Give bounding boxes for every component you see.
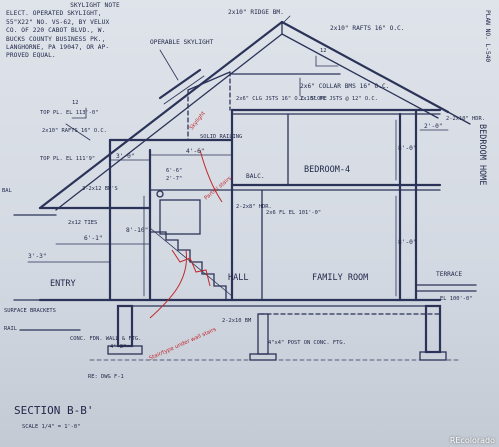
- collar-label: 2x6" COLLAR BMS 16" O.C.: [300, 83, 389, 90]
- ref-label: RE: DWG F-1: [88, 374, 124, 380]
- bedroom-label: BEDROOM-4: [304, 165, 350, 175]
- dim-4-8-label: 4'-8": [110, 344, 126, 350]
- skylight-note-title: SKYLIGHT NOTE: [70, 2, 120, 9]
- clg-joist-label: 2x6" CLG JSTS 16" O.C. SLOPE: [236, 96, 327, 102]
- surface-label: SURFACE BRACKETS: [4, 308, 56, 314]
- dim-2-7-label: 2'-7": [166, 176, 182, 182]
- dim-3-0-label: 3'-0": [116, 153, 135, 160]
- hdr-label: 2-2x8" HDR.: [236, 204, 272, 210]
- left-roof-line: [38, 20, 284, 210]
- right-foundation-pier: [424, 304, 442, 354]
- stairs: [149, 199, 233, 301]
- post-footing: [249, 353, 277, 361]
- plan-title: PLAN NO. L-540: [484, 10, 491, 62]
- stair-landing-rail: [159, 199, 201, 235]
- leader-skylight: [159, 49, 179, 81]
- stair-stringer: [149, 227, 233, 297]
- skylight-note-line: CO. OF 220 CABOT BLVD., W.: [6, 27, 106, 35]
- section-scale: SCALE 1/4" = 1'-0": [22, 424, 80, 430]
- post-label: 4"x4" POST ON CONC. FTG.: [268, 340, 346, 346]
- railing-label: SOLID RAILING: [200, 134, 242, 140]
- right-footing: [419, 351, 447, 361]
- red-markup: [149, 149, 223, 319]
- el-top-label: EL 100'-0": [440, 296, 472, 302]
- dim-4-6-label: 4'-6": [186, 148, 205, 155]
- dim-8-0-label: 8'-0": [398, 145, 417, 152]
- entry-label: ENTRY: [50, 279, 76, 289]
- beam-label: 2-2x10 BM: [222, 318, 252, 324]
- left-deck: [13, 214, 81, 331]
- left-footing: [107, 345, 143, 355]
- right-roof-line: [280, 20, 450, 114]
- red-note-partial: Partial stairs: [203, 175, 233, 201]
- skylight-note: SKYLIGHT NOTE ELECT. OPERATED SKYLIGHT, …: [6, 2, 184, 61]
- bal-label: BAL: [2, 188, 12, 194]
- fl-el-label: 2x6 FL EL 101'-0": [266, 210, 321, 216]
- red-curve: [199, 149, 223, 203]
- balcony-post-symbol: [156, 190, 164, 198]
- right-rafter-inner: [281, 33, 439, 119]
- foundation: [89, 304, 461, 361]
- red-stair-mark: [171, 249, 211, 287]
- pitch-12b-label: 12: [320, 48, 327, 54]
- floor-framing: [38, 108, 442, 315]
- skylight-note-line: LANGHORNE, PA 19047, OR AP-: [6, 44, 110, 52]
- family-room-label: FAMILY ROOM: [312, 273, 368, 283]
- pitch-12-label: 12: [72, 100, 79, 106]
- skylight-note-line: ELECT. OPERATED SKYLIGHT,: [6, 10, 102, 18]
- dim-8-0b-label: 8'-0": [398, 239, 417, 246]
- rail-label: RAIL: [4, 326, 17, 332]
- walls: [108, 108, 418, 302]
- ties-label: 2x12 TIES: [68, 220, 97, 226]
- section-title: SECTION B-B': [14, 404, 93, 417]
- stair-treads: [149, 231, 227, 301]
- skylight-label: OPERABLE SKYLIGHT: [150, 39, 214, 46]
- rafts-left-label: 2x10" RAFTS 16" O.C.: [42, 128, 107, 134]
- rafts-right-label: 2x10" RAFTS 16" O.C.: [330, 25, 405, 32]
- beams-label: 3-2x12 BM'S: [82, 186, 118, 192]
- dimension-lines: [27, 55, 449, 297]
- skylight-note-line: BUCKS COUNTY BUSINESS PK.,: [6, 35, 106, 43]
- dim-8-10-label: 8'-10": [126, 227, 148, 234]
- skylight-glass: [163, 75, 205, 105]
- eave-right: [447, 111, 471, 125]
- watermark: REcolorado: [449, 436, 495, 445]
- balcony-label: BALC.: [246, 173, 265, 180]
- terrace: [415, 111, 477, 292]
- skylight-note-line: PROVED EQUAL.: [6, 52, 56, 60]
- dim-6-1-label: 6'-1": [84, 235, 103, 242]
- red-note-stairs: Stair/type under wall stairs: [148, 327, 217, 362]
- hall-label: HALL: [228, 273, 248, 283]
- terrace-label: TERRACE: [436, 271, 462, 278]
- plan-subtitle: BEDROOM HOME: [477, 124, 487, 185]
- hdr-right-label: 2-2x10" HDR.: [446, 116, 485, 122]
- top-plate-2-label: TOP PL. EL 111'9": [40, 156, 95, 162]
- left-rafter-inner: [55, 33, 283, 211]
- leader-ridge: [281, 15, 291, 25]
- dim-6-6-label: 6'-6": [166, 168, 182, 174]
- dim-2-0-label: 2'-0": [424, 123, 443, 130]
- roof-structure: [38, 20, 450, 211]
- red-arrow: [149, 249, 188, 319]
- red-note-skylight: Skylight: [189, 111, 207, 132]
- annotations: 2x10" RIDGE BM. 2x10" RAFTS 16" O.C. 2x6…: [2, 9, 491, 430]
- leader-top-pl: [65, 123, 91, 141]
- post: [257, 313, 269, 355]
- sloped-ceiling: [187, 71, 231, 91]
- leader-lines: [65, 15, 301, 141]
- foundation-label: CONC. FDN. WALL & FTG.: [70, 336, 141, 342]
- flr-joist-label: 2x10" FL JSTS @ 12" O.C.: [300, 96, 378, 102]
- skylight-frame: [158, 68, 202, 100]
- ridge-label: 2x10" RIDGE BM.: [228, 9, 284, 16]
- top-plate-1-label: TOP PL. EL 113'-0": [40, 110, 98, 116]
- dim-3-3-label: 3'-3": [28, 253, 47, 260]
- skylight-note-line: 55"x22" NO. VS-62, BY VELUX: [6, 18, 110, 26]
